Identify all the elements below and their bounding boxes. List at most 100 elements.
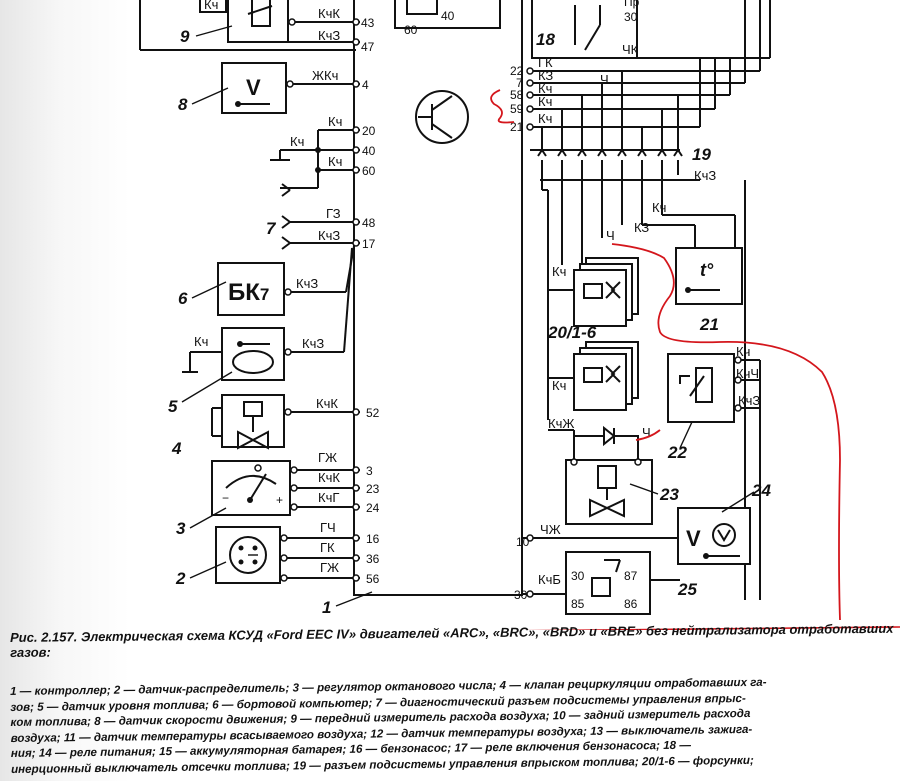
label-3: 3 — [176, 519, 186, 538]
svg-text:10: 10 — [516, 535, 530, 549]
wire-chk: ЧК — [622, 42, 639, 57]
wire-ch-21: Ч — [606, 228, 615, 243]
label-2: 2 — [175, 569, 186, 588]
label-19: 19 — [692, 145, 711, 164]
label-7: 7 — [266, 219, 277, 238]
svg-text:59: 59 — [510, 102, 524, 116]
label-60: 60 — [404, 23, 418, 37]
svg-text:ГК: ГК — [538, 55, 553, 70]
wire-kchz-22: КчЗ — [738, 393, 760, 408]
label-23: 23 — [659, 485, 679, 504]
wire-kchz-7: КчЗ — [318, 228, 340, 243]
svg-text:47: 47 — [361, 40, 375, 54]
injector-group-upper — [573, 257, 639, 327]
label-40: 40 — [441, 9, 455, 23]
wire-kz-21: КЗ — [634, 220, 649, 235]
svg-text:7: 7 — [516, 76, 523, 90]
wire-gzh2: ГЖ — [320, 560, 339, 575]
label-25: 25 — [677, 580, 697, 599]
svg-text:36: 36 — [366, 552, 380, 566]
svg-text:40: 40 — [362, 144, 376, 158]
svg-text:−: − — [222, 491, 229, 505]
svg-text:30: 30 — [571, 569, 585, 583]
label-9: 9 — [180, 27, 190, 46]
connector-7 — [281, 183, 291, 250]
component-3-box — [211, 460, 291, 516]
transistor-symbol — [415, 90, 469, 144]
bk-label: БК7 — [228, 279, 269, 306]
wire-kchzh: КчЖ — [548, 416, 574, 431]
svg-text:43: 43 — [361, 16, 375, 30]
connector-19 — [530, 71, 683, 157]
label-6: 6 — [178, 289, 188, 308]
wire-kchz-9: КчЗ — [318, 28, 340, 43]
svg-text:20: 20 — [362, 124, 376, 138]
component-40-box — [394, 0, 501, 29]
figure-legend: 1 — контроллер; 2 — датчик-распределител… — [10, 673, 901, 777]
wire-zhkch: ЖКч — [312, 68, 338, 83]
svg-text:3: 3 — [366, 464, 373, 478]
injector-group-lower — [573, 341, 639, 411]
svg-text:22: 22 — [510, 64, 524, 78]
red-annotations — [490, 89, 841, 621]
wiring-diagram: 1 40 60 18 Пр 30 ЧК Кч 9 КчК КчЗ 43 47 V… — [139, 0, 901, 630]
svg-text:Кч: Кч — [538, 94, 552, 109]
svg-text:52: 52 — [366, 406, 380, 420]
wire-gz: ГЗ — [326, 206, 341, 221]
v-24-label: V — [686, 526, 701, 551]
svg-text:58: 58 — [510, 88, 524, 102]
svg-text:85: 85 — [571, 597, 585, 611]
svg-text:Кч: Кч — [328, 114, 342, 129]
svg-text:30: 30 — [514, 588, 528, 602]
svg-text:Кч: Кч — [328, 154, 342, 169]
label-5: 5 — [168, 397, 178, 416]
svg-text:Кч: Кч — [538, 111, 552, 126]
wire-kchk-3: КчК — [318, 470, 340, 485]
label-21: 21 — [699, 315, 719, 334]
label-18: 18 — [536, 30, 555, 49]
label-4: 4 — [171, 439, 182, 458]
svg-text:+: + — [276, 493, 283, 507]
svg-text:17: 17 — [362, 237, 376, 251]
wire-kchb: КчБ — [538, 572, 561, 587]
label-1: 1 — [322, 598, 331, 617]
svg-text:Кч: Кч — [552, 378, 566, 393]
wire-kchz-6: КчЗ — [296, 276, 318, 291]
label-22: 22 — [667, 443, 687, 462]
svg-text:21: 21 — [510, 120, 524, 134]
svg-text:60: 60 — [362, 164, 376, 178]
svg-text:Кч: Кч — [290, 134, 304, 149]
v-8-label: V — [246, 75, 261, 100]
label-30-top: 30 — [624, 10, 638, 24]
wire-kchg: КчГ — [318, 490, 339, 505]
label-pr: Пр — [624, 0, 640, 9]
wire-kchk-9: КчК — [318, 6, 340, 21]
label-8: 8 — [178, 95, 188, 114]
component-18-box — [531, 0, 638, 59]
wire-kchk-4: КчК — [316, 396, 338, 411]
svg-text:16: 16 — [366, 532, 380, 546]
wire-kchz-19: КчЗ — [694, 168, 716, 183]
svg-text:56: 56 — [366, 572, 380, 586]
component-5-box — [221, 327, 285, 381]
wire-gzh: ГЖ — [318, 450, 337, 465]
wire-kch-19: Кч — [652, 200, 666, 215]
wire-chzh: ЧЖ — [540, 522, 561, 537]
component-21-box — [675, 247, 743, 305]
svg-text:Кч: Кч — [194, 334, 208, 349]
svg-text:86: 86 — [624, 597, 638, 611]
svg-text:КЗ: КЗ — [538, 68, 553, 83]
svg-text:48: 48 — [362, 216, 376, 230]
wire-gk: ГК — [320, 540, 335, 555]
svg-text:23: 23 — [366, 482, 380, 496]
svg-text:Ч: Ч — [600, 72, 609, 87]
wire-ch-23: Ч — [642, 425, 651, 440]
wire-gch: ГЧ — [320, 520, 336, 535]
controller-box — [353, 0, 523, 596]
svg-text:Кч: Кч — [552, 264, 566, 279]
label-20: 20/1-6 — [547, 323, 597, 342]
wire-kchz-5: КчЗ — [302, 336, 324, 351]
t-21-label: t° — [700, 260, 714, 280]
svg-text:Кч: Кч — [538, 81, 552, 96]
